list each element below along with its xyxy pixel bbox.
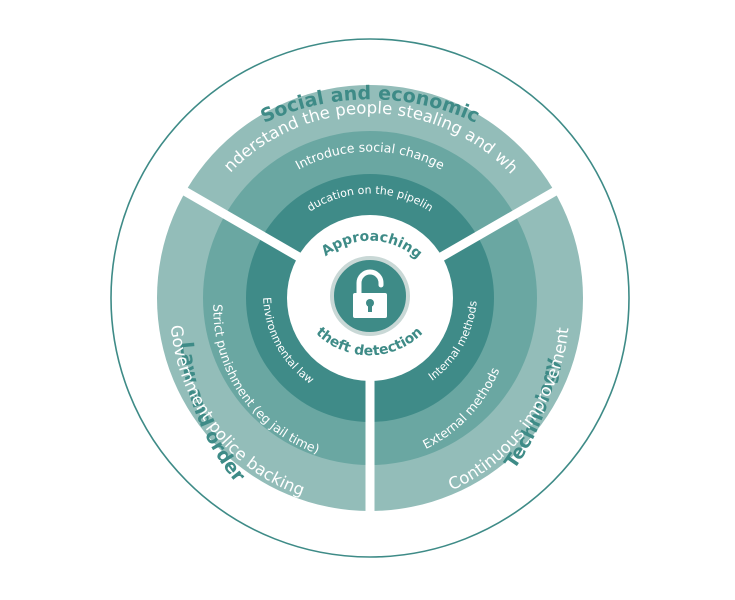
padlock-icon bbox=[330, 256, 410, 336]
